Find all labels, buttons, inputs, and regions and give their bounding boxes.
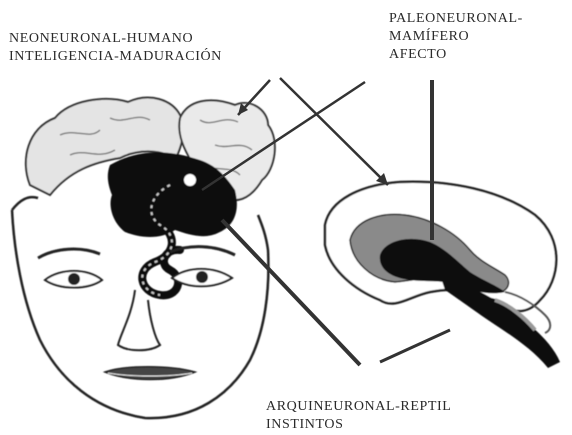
paleoneuronal-function: AFECTO — [389, 46, 523, 64]
head-illustration — [12, 98, 275, 419]
arquineuronal-label: ARQUINEURONAL-REPTIL INSTINTOS — [266, 398, 451, 434]
paleoneuronal-subtitle: MAMÍFERO — [389, 28, 523, 46]
nose — [118, 290, 160, 350]
arquineuronal-title: ARQUINEURONAL-REPTIL — [266, 398, 451, 416]
neoneuronal-label: NEONEURONAL-HUMANO INTELIGENCIA-MADURACI… — [9, 30, 222, 66]
paleoneuronal-title: PALEONEURONAL- — [389, 10, 523, 28]
arqui-pointer-line-right — [380, 330, 450, 362]
face-outline — [12, 210, 268, 418]
paleoneuronal-label: PALEONEURONAL- MAMÍFERO AFECTO — [389, 10, 523, 64]
arquineuronal-function: INSTINTOS — [266, 416, 451, 434]
neoneuronal-title: NEONEURONAL-HUMANO — [9, 30, 222, 48]
left-eyebrow — [38, 249, 100, 258]
brain-section-illustration — [325, 182, 560, 368]
mouth — [105, 367, 195, 380]
neoneuronal-subtitle: INTELIGENCIA-MADURACIÓN — [9, 48, 222, 66]
neo-pointer-line-right — [280, 78, 388, 185]
